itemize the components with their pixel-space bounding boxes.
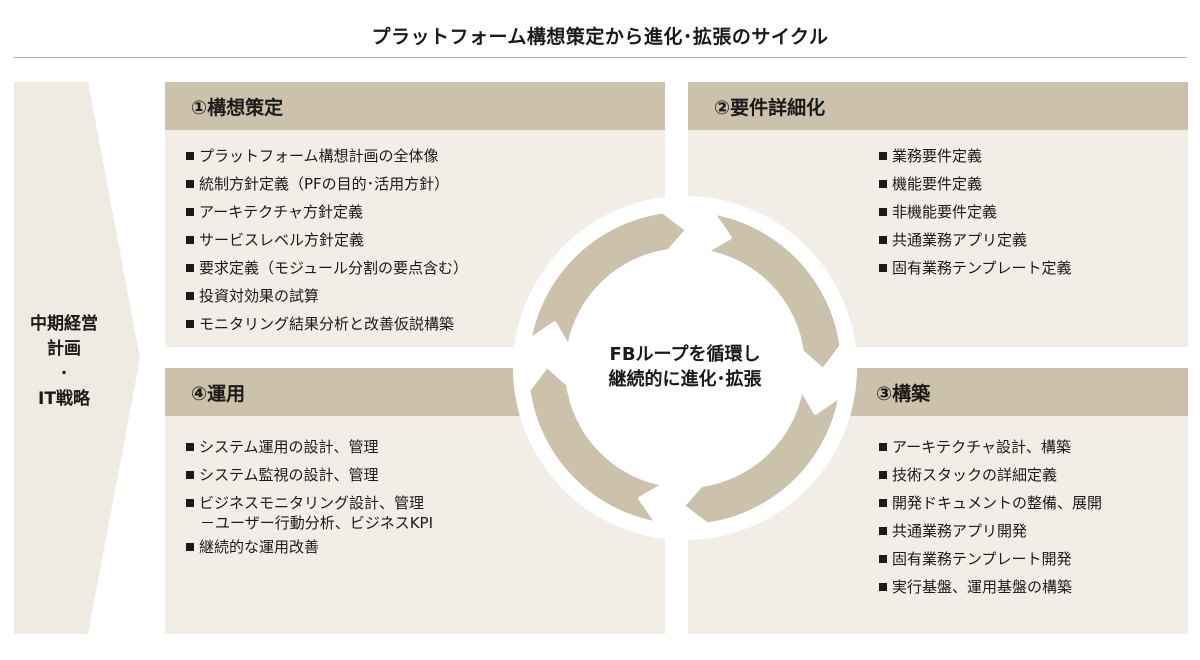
cycle-center-line-2: 継続的に進化･拡張 [608,369,762,390]
list-item-text: 統制方針定義（PFの目的･活用方針） [199,175,450,193]
strategy-label-line: IT戦略 [38,389,90,409]
list-item-text: 継続的な運用改善 [199,538,320,556]
list-item-text: 開発ドキュメントの整備、展開 [892,494,1103,512]
list-item: 継続的な運用改善 [186,533,433,561]
strategy-label: 中期経営 計画 ･ IT戦略 [14,312,114,412]
list-item-text: 技術スタックの詳細定義 [892,466,1058,484]
list-item-text: 機能要件定義 [892,175,983,193]
list-item: モニタリング結果分析と改善仮説構築 [186,310,468,338]
square-bullet-icon [879,555,887,563]
diagram-title: プラットフォーム構想策定から進化･拡張のサイクル [371,26,829,48]
square-bullet-icon [186,443,194,451]
list-item: 要求定義（モジュール分割の要点含む） [186,254,468,282]
list-item-text: システム運用の設計、管理 [199,438,379,456]
strategy-label-line: 中期経営 [30,314,98,334]
cycle-center-line-1: FBループを循環し [609,344,761,365]
title-divider [14,57,1187,58]
panel-concept-items: プラットフォーム構想計画の全体像統制方針定義（PFの目的･活用方針） アーキテクチ… [186,142,468,338]
list-item: 固有業務テンプレート定義 [879,254,1072,282]
square-bullet-icon [186,471,194,479]
list-item: サービスレベル方針定義 [186,226,468,254]
list-item-text: 実行基盤、運用基盤の構築 [892,578,1073,596]
square-bullet-icon [186,292,194,300]
list-item: 投資対効果の試算 [186,282,468,310]
list-item: アーキテクチャ方針定義 [186,198,468,226]
list-item: システム監視の設計、管理 [186,461,433,489]
square-bullet-icon [879,208,887,216]
strategy-label-line: ･ [59,364,69,384]
panel-build-items: アーキテクチャ設計、構築技術スタックの詳細定義開発ドキュメントの整備、展開共通業… [879,433,1102,601]
list-item: プラットフォーム構想計画の全体像 [186,142,468,170]
list-item: 開発ドキュメントの整備、展開 [879,489,1102,517]
square-bullet-icon [879,152,887,160]
square-bullet-icon [879,527,887,535]
square-bullet-icon [879,180,887,188]
panel-requirements-items: 業務要件定義機能要件定義非機能要件定義共通業務アプリ定義固有業務テンプレート定義 [879,142,1072,282]
list-item-text: システム監視の設計、管理 [199,466,379,484]
list-item-text: 固有業務テンプレート定義 [892,259,1072,277]
list-item: 固有業務テンプレート開発 [879,545,1102,573]
list-item-text: 要求定義（モジュール分割の要点含む） [199,259,468,277]
list-item-text: プラットフォーム構想計画の全体像 [199,147,439,165]
list-item-text: 非機能要件定義 [892,203,998,221]
square-bullet-icon [186,180,194,188]
list-item-text: 投資対効果の試算 [199,287,320,305]
list-item: 業務要件定義 [879,142,1072,170]
panel-operation-items: システム運用の設計、管理システム監視の設計、管理ビジネスモニタリング設計、管理 －… [186,433,433,561]
square-bullet-icon [186,320,194,328]
square-bullet-icon [879,443,887,451]
list-item-text: アーキテクチャ方針定義 [199,203,363,221]
square-bullet-icon [879,583,887,591]
list-item-text: 業務要件定義 [892,147,983,165]
square-bullet-icon [186,236,194,244]
list-item-text: 固有業務テンプレート開発 [892,550,1072,568]
list-item-text: ビジネスモニタリング設計、管理 [199,494,425,512]
square-bullet-icon [879,236,887,244]
list-item: 共通業務アプリ開発 [879,517,1102,545]
list-item: システム運用の設計、管理 [186,433,433,461]
cycle-center-label: FBループを循環し 継続的に進化･拡張 [585,342,785,392]
list-item: 技術スタックの詳細定義 [879,461,1102,489]
list-item: 実行基盤、運用基盤の構築 [879,573,1102,601]
square-bullet-icon [186,264,194,272]
list-item: ビジネスモニタリング設計、管理 －ユーザー行動分析、ビジネスKPI [186,489,433,533]
strategy-label-line: 計画 [47,339,81,359]
list-item-text: サービスレベル方針定義 [199,231,365,249]
list-item: 非機能要件定義 [879,198,1072,226]
list-item-subtext: －ユーザー行動分析、ビジネスKPI [200,514,434,532]
panel-requirements-heading: ②要件詳細化 [688,82,1188,130]
list-item: 共通業務アプリ定義 [879,226,1072,254]
square-bullet-icon [186,499,194,507]
list-item-text: 共通業務アプリ定義 [892,231,1028,249]
square-bullet-icon [879,499,887,507]
list-item-text: アーキテクチャ設計、構築 [892,438,1071,456]
square-bullet-icon [879,264,887,272]
ring-center [567,250,803,486]
list-item: 機能要件定義 [879,170,1072,198]
list-item: アーキテクチャ設計、構築 [879,433,1102,461]
square-bullet-icon [186,543,194,551]
square-bullet-icon [186,152,194,160]
list-item: 統制方針定義（PFの目的･活用方針） [186,170,468,198]
panel-concept-heading: ①構想策定 [165,82,665,130]
square-bullet-icon [186,208,194,216]
list-item-text: 共通業務アプリ開発 [892,522,1028,540]
list-item-text: モニタリング結果分析と改善仮説構築 [199,315,455,333]
square-bullet-icon [879,471,887,479]
